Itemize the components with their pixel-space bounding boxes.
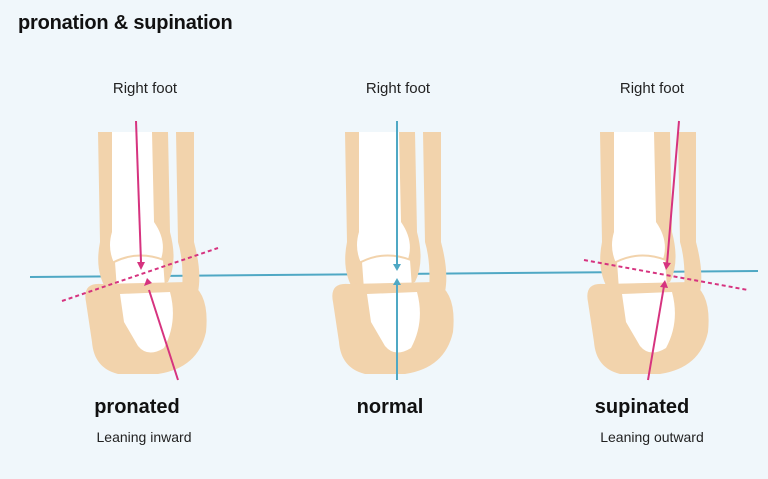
foot-supinated: [586, 131, 710, 375]
foot-label-supinated: Right foot: [619, 80, 685, 97]
diagram-title: pronation & supination: [18, 12, 233, 34]
axis-upper-pronated: [135, 120, 142, 263]
foot-label-normal: Right foot: [365, 80, 431, 97]
state-supinated: supinated: [594, 396, 690, 418]
axis-lower-supinated: [647, 285, 665, 381]
foot-pronated: [84, 131, 208, 375]
state-pronated: pronated: [94, 396, 180, 418]
foot-label-pronated: Right foot: [112, 80, 178, 97]
axis-upper-supinated: [666, 120, 680, 265]
state-normal: normal: [356, 396, 424, 418]
foot-normal: [331, 131, 455, 375]
description-pronated: Leaning inward: [96, 429, 192, 445]
axis-lower-pronated: [148, 289, 179, 381]
description-supinated: Leaning outward: [600, 429, 704, 445]
